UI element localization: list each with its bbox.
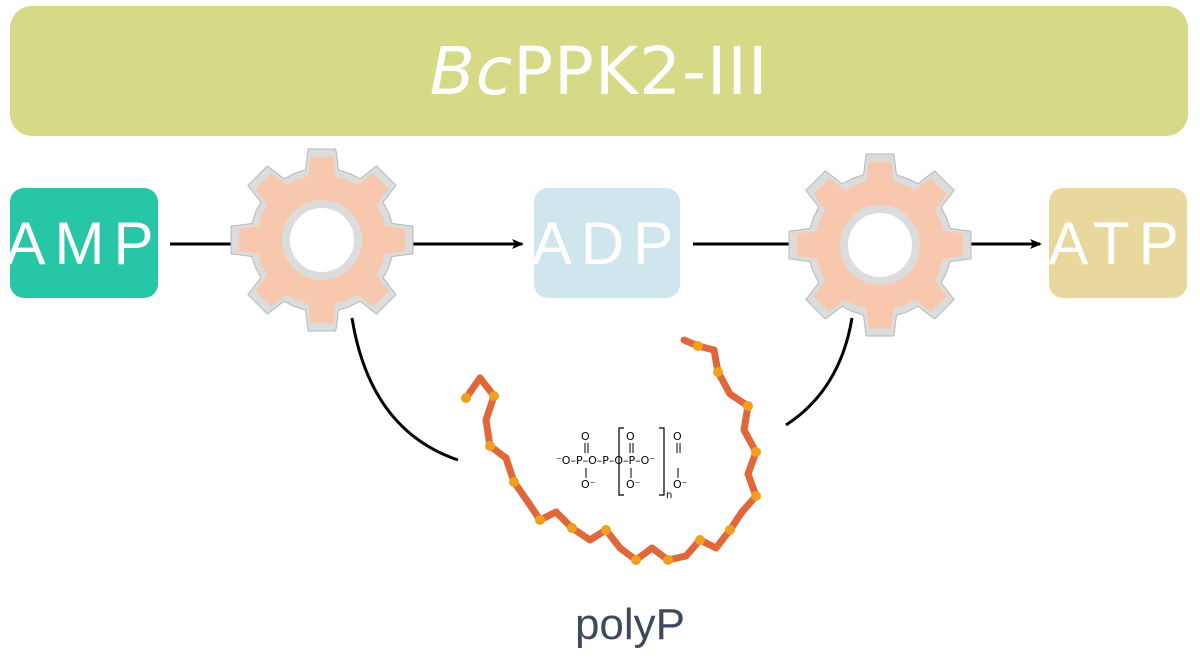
- polymer-phosphorus-atom: [631, 555, 641, 565]
- polymer-phosphorus-atom: [601, 525, 611, 535]
- polymer-phosphorus-atom: [743, 401, 753, 411]
- svg-text:⁻O–P–O–P–O–P–O⁻: ⁻O–P–O–P–O–P–O⁻: [556, 454, 655, 467]
- polymer-phosphorus-atom: [461, 393, 471, 403]
- polyp-label: polyP: [574, 600, 686, 649]
- polymer-phosphorus-atom: [485, 441, 495, 451]
- polymer-phosphorus-atom: [535, 515, 545, 525]
- atp-node: ATP: [1048, 188, 1188, 298]
- svg-text:O⁻: O⁻: [581, 478, 596, 491]
- enzyme-gear-icon: [230, 148, 414, 332]
- adp-node: ADP: [531, 188, 683, 298]
- amp-label: AMP: [5, 209, 163, 277]
- svg-text:O⁻: O⁻: [673, 478, 688, 491]
- svg-text:n: n: [666, 490, 672, 501]
- polymer-phosphorus-atom: [567, 523, 577, 533]
- polyphosphate-structural-formula: ⁻O–P–O–P–O–P–O⁻ O O⁻ O O⁻ O O⁻ n: [556, 427, 688, 501]
- polymer-phosphorus-atom: [489, 391, 499, 401]
- svg-text:O: O: [626, 430, 635, 443]
- polyp-curve-left: [350, 317, 459, 462]
- svg-text:O: O: [673, 430, 682, 443]
- svg-text:O: O: [581, 430, 590, 443]
- atp-label: ATP: [1048, 209, 1188, 277]
- enzyme-title-prefix: Bc: [429, 32, 514, 110]
- polymer-phosphorus-atom: [693, 341, 703, 351]
- svg-text:O⁻: O⁻: [626, 478, 641, 491]
- polymer-phosphorus-atom: [751, 447, 761, 457]
- polymer-phosphorus-atom: [509, 477, 519, 487]
- polymer-phosphorus-atom: [725, 525, 735, 535]
- polyphosphate-molecule-model: [461, 336, 761, 565]
- enzyme-title-name: PPK2-III: [513, 32, 769, 110]
- polymer-phosphorus-atom: [713, 367, 723, 377]
- polyp-curve-right: [785, 317, 854, 427]
- adp-label: ADP: [531, 209, 683, 277]
- amp-node: AMP: [5, 188, 158, 298]
- polymer-phosphorus-atom: [751, 491, 761, 501]
- enzyme-gear-icon: [788, 153, 972, 337]
- polymer-phosphorus-atom: [663, 555, 673, 565]
- polymer-phosphorus-atom: [695, 535, 705, 545]
